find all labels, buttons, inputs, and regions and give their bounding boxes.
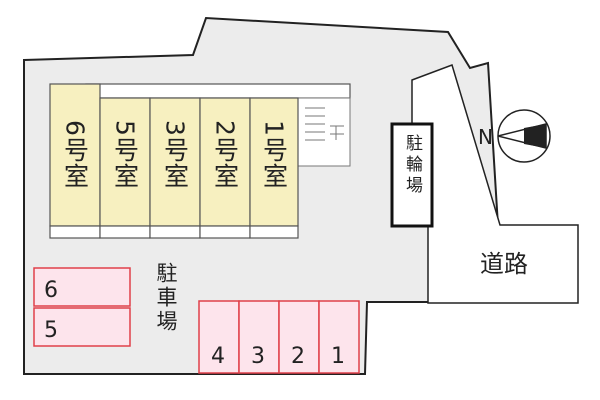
parking-space-4-label: 4 [211, 344, 225, 369]
parking-space-6: 6 [33, 267, 131, 307]
parking-label: 駐車場 [154, 262, 178, 334]
unit-2: 2号室 [199, 97, 251, 239]
unit-5-label: 5号室 [111, 120, 140, 189]
parking-space-4: 4 [198, 300, 240, 374]
parking-space-6-label: 6 [44, 278, 58, 303]
compass-needle-fill [524, 124, 546, 148]
compass: N [478, 109, 551, 163]
parking-space-3: 3 [238, 300, 280, 374]
road-label: 道路 [480, 250, 528, 278]
unit-5: 5号室 [99, 97, 151, 239]
unit-3-label: 3号室 [161, 120, 190, 189]
unit-6: 6号室 [49, 83, 101, 239]
bicycle-parking: 駐輪場 [390, 122, 434, 228]
unit-1: 1号室 [249, 97, 299, 239]
unit-6-label: 6号室 [61, 120, 90, 189]
parking-space-5: 5 [33, 307, 131, 347]
unit-3: 3号室 [149, 97, 201, 239]
parking-space-3-label: 3 [251, 344, 265, 369]
parking-space-5-label: 5 [44, 318, 58, 343]
north-label: N [478, 125, 493, 149]
bicycle-parking-label: 駐輪場 [402, 134, 423, 197]
parking-space-2: 2 [278, 300, 320, 374]
parking-space-2-label: 2 [291, 344, 305, 369]
unit-2-label: 2号室 [211, 120, 240, 189]
parking-space-1: 1 [318, 300, 360, 374]
parking-space-1-label: 1 [331, 344, 345, 369]
unit-1-label: 1号室 [260, 120, 289, 189]
apartment-building: 6号室 5号室 3号室 2号室 1号室 [49, 83, 351, 239]
building-top-corridor [85, 83, 351, 99]
